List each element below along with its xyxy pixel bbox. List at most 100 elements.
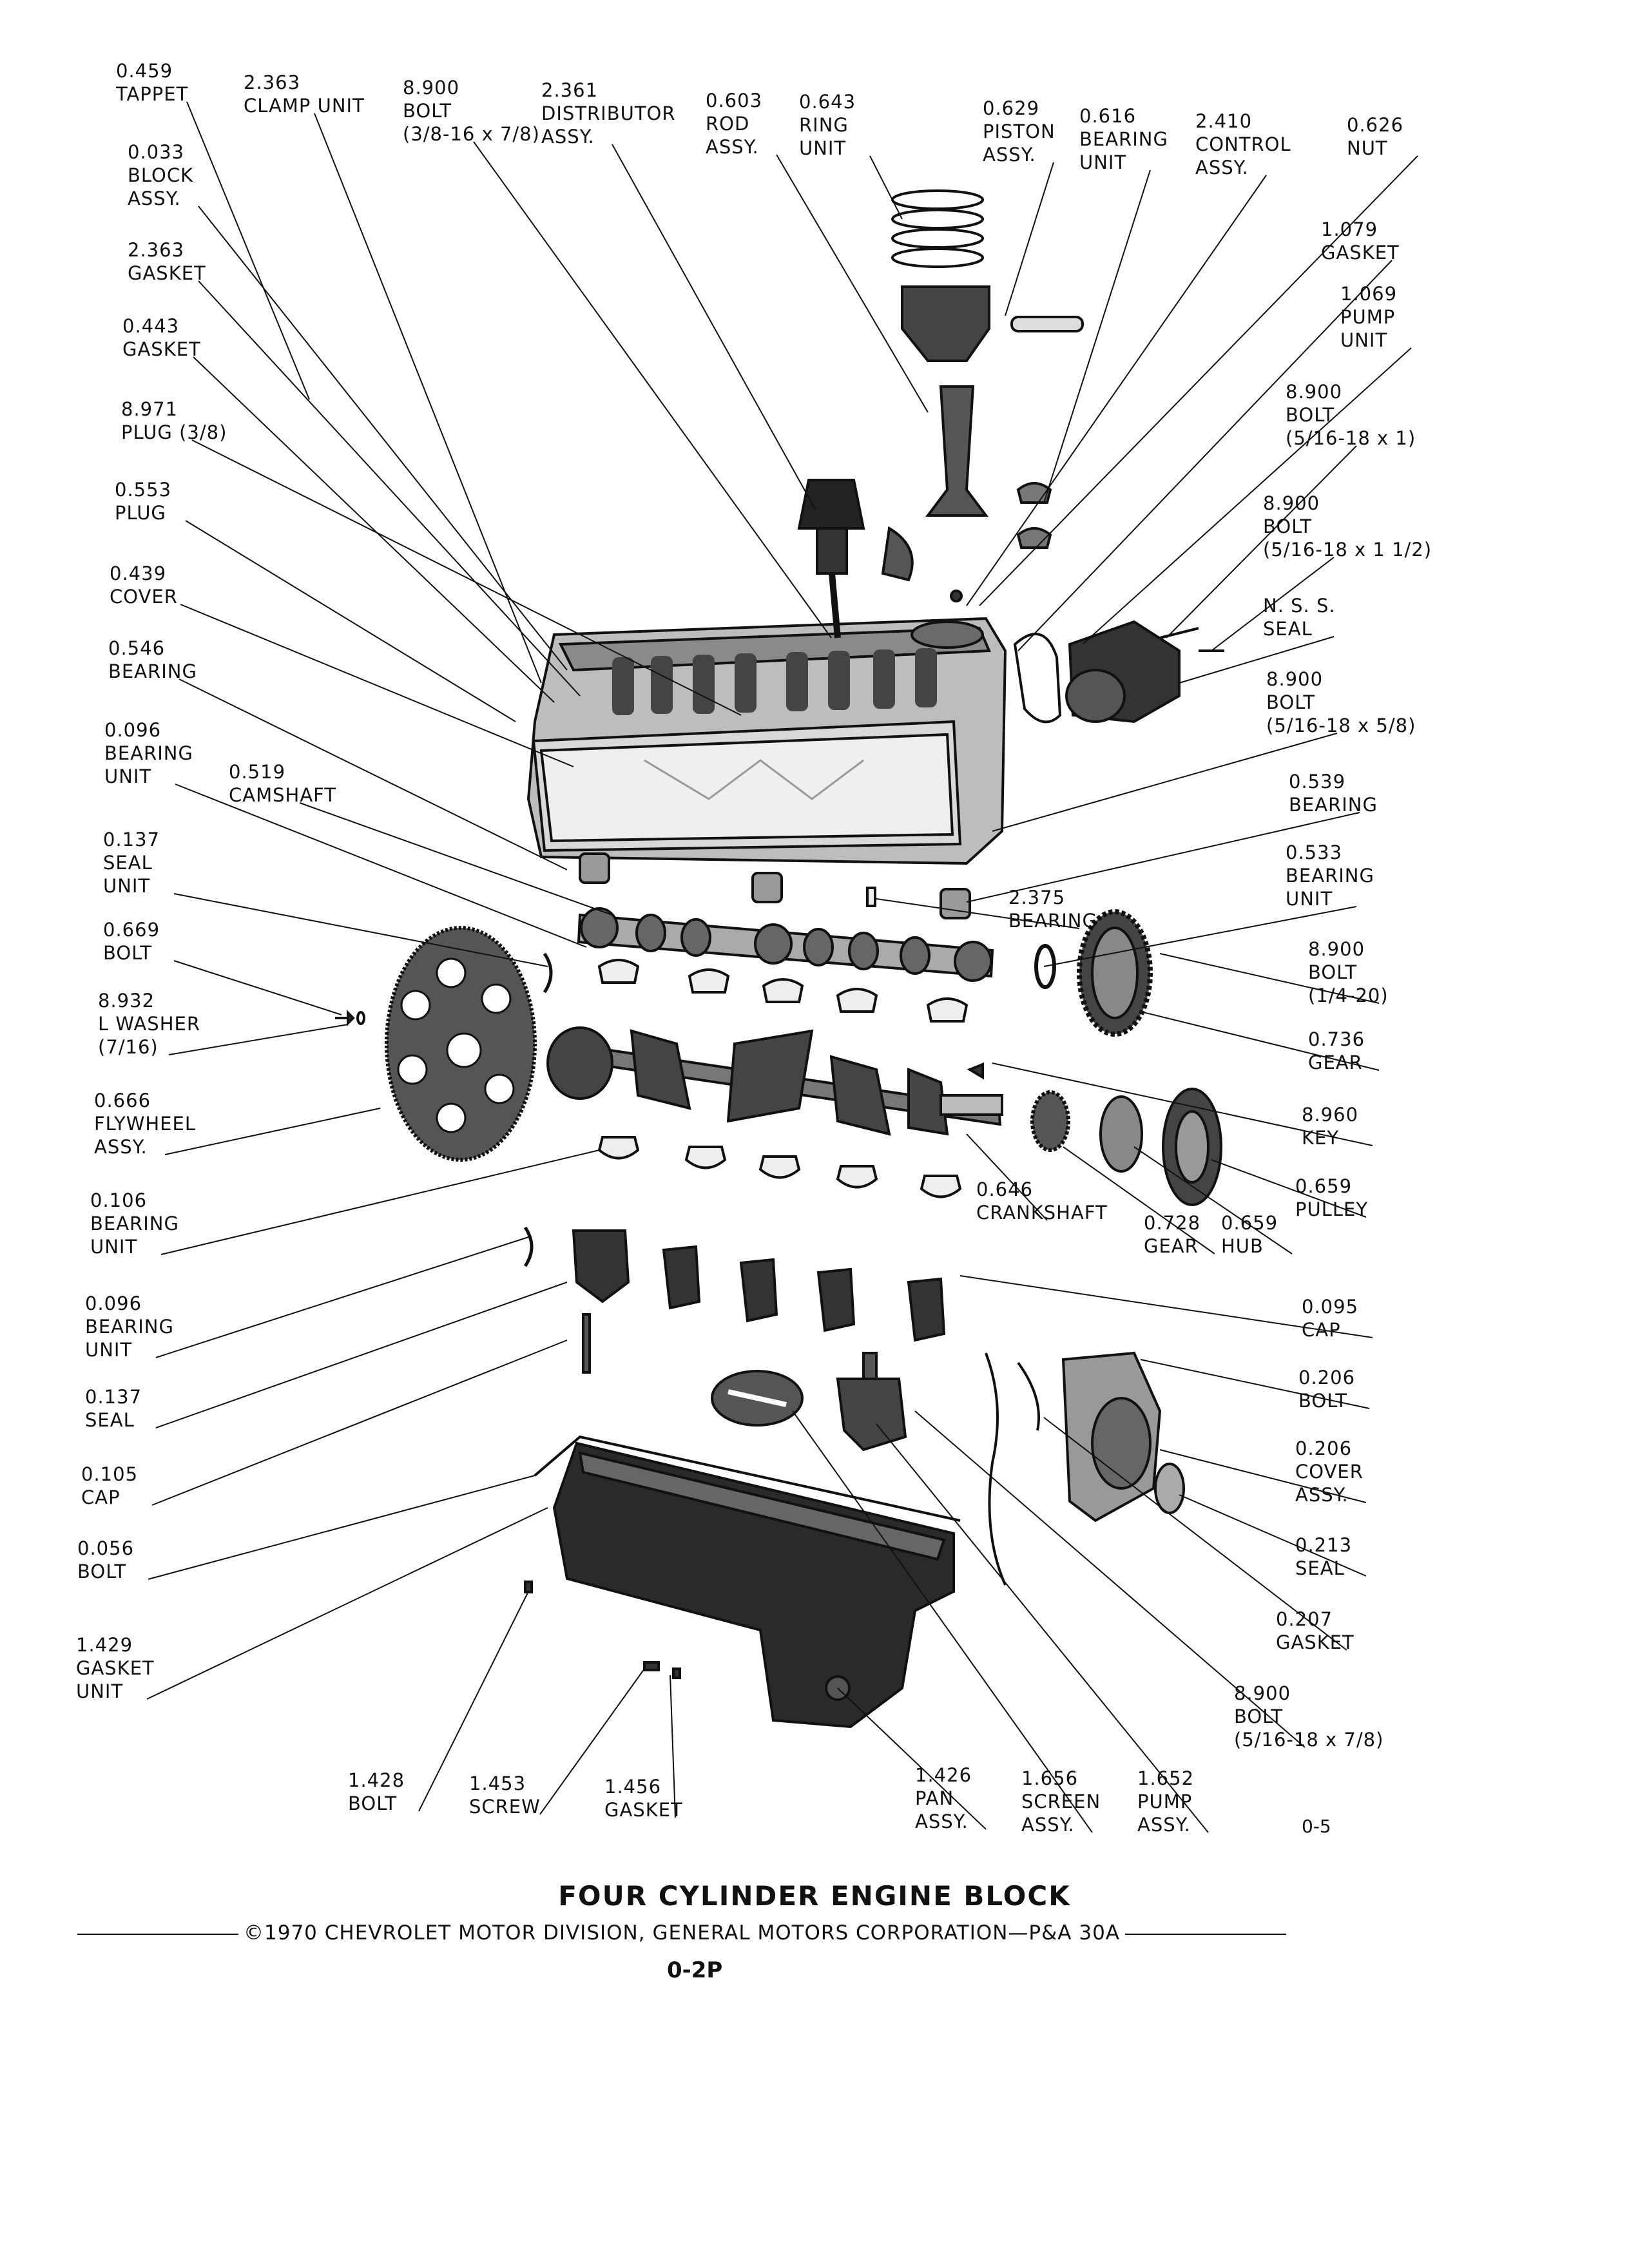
label-screen-assy-line: SCREEN [1021,1791,1101,1812]
leader-bearing-2375 [876,898,1080,929]
label-block-assy-line: BLOCK [128,164,194,186]
leader-gasket-2363 [198,280,581,697]
leader-bearing-unit-0096b [155,1236,529,1358]
label-bolt-r2-line: (5/16-18 x 1 1/2) [1263,539,1432,561]
label-nut-line: 0.626 [1347,114,1404,136]
label-cover-0439-line: COVER [110,586,178,608]
leader-gasket-1456 [670,1675,676,1818]
label-gasket-unit-1429-line: 1.429 [76,1634,133,1656]
leader-bolt-0669 [173,960,342,1015]
leader-gear-0736 [1140,1011,1380,1071]
leader-bearing-0546 [178,678,568,870]
label-pump-unit-1069-line: PUMP [1340,306,1396,328]
label-seal-unit-0137-line: SEAL [103,852,153,874]
label-key-8960-line: KEY [1302,1127,1340,1149]
label-bearing-unit-0096b-line: 0.096 [85,1293,142,1314]
leader-bolt-0056 [148,1475,535,1580]
leader-bolt-r1 [1166,445,1357,639]
label-seal-0213-line: SEAL [1295,1557,1345,1579]
leader-seal-unit-0137 [173,893,548,967]
leader-bolt-r2 [1211,557,1335,651]
label-bolt-r4-line: 8.900 [1308,938,1365,960]
leader-plug-0553 [185,520,516,722]
leader-control-assy [966,175,1267,606]
label-bearing-unit-0096b-line: BEARING [85,1316,174,1338]
main-caps-drawing [523,1226,946,1374]
label-bearing-unit-0096b-line: UNIT [85,1339,133,1361]
oil-pump-drawing [711,1352,907,1452]
leader-gear-0728 [1063,1146,1215,1254]
label-cap-0095-line: CAP [1302,1319,1341,1341]
leader-camshaft [299,802,613,916]
leader-gasket-1079 [1017,260,1393,651]
label-screw-1453-line: SCREW [469,1796,541,1818]
copyright-line: ©1970 CHEVROLET MOTOR DIVISION, GENERAL … [77,1921,1287,1945]
leader-screen-assy [792,1410,1093,1833]
leader-cover-assy-0206 [1159,1449,1367,1503]
label-bearing-unit-0096a-line: 0.096 [104,719,162,741]
label-bolt-r4-line: BOLT [1308,961,1358,983]
label-bearing-0539-line: 0.539 [1289,771,1346,793]
leader-gasket-0207 [1043,1417,1347,1651]
label-control-assy-line: CONTROL [1195,133,1291,155]
label-nss-seal: N. S. S.SEAL [1263,594,1336,640]
lower-bearings-drawing [597,1136,962,1198]
label-pump-assy-1652-line: PUMP [1137,1791,1193,1812]
label-bolt-r1-line: BOLT [1286,404,1335,426]
label-bolt-r2-line: 8.900 [1263,492,1320,514]
leader-cover-0439 [180,604,574,767]
label-flywheel-assy-line: 0.666 [94,1090,151,1111]
label-pulley-0659-line: PULLEY [1295,1198,1369,1220]
label-gear-0736-line: 0.736 [1308,1028,1365,1050]
label-bolt-0056-line: 0.056 [77,1537,135,1559]
label-rod-assy-line: 0.603 [706,90,763,111]
label-bolt-top-line: BOLT [403,100,452,122]
label-bolt-0669-line: BOLT [103,942,153,964]
label-seal-unit-0137-line: 0.137 [103,829,160,850]
label-bolt-r5-line: BOLT [1234,1706,1284,1727]
label-piston-assy-line: PISTON [983,120,1055,142]
flywheel-drawing [335,926,553,1162]
leader-rod-assy [776,154,929,413]
label-bearing-unit-0533-line: BEARING [1286,865,1374,887]
leader-distributor-assy [612,144,816,510]
label-bearing-unit-0106-line: UNIT [90,1236,138,1258]
label-bolt-r1-line: (5/16-18 x 1) [1286,427,1416,449]
label-gasket-0207-line: GASKET [1276,1631,1354,1653]
label-gasket-2363-line: GASKET [128,262,206,284]
leader-piston-assy [1005,162,1054,316]
page-reference: 0-5 [1302,1816,1331,1837]
label-pump-unit-1069-line: UNIT [1340,329,1388,351]
crankshaft-drawing [546,1026,1003,1136]
label-bolt-1428-line: 1.428 [348,1769,405,1791]
leader-pump-assy-1652 [876,1423,1209,1833]
leader-key-8960 [992,1062,1373,1146]
label-bolt-r1-line: 8.900 [1286,381,1343,403]
label-gear-0728-line: 0.728 [1144,1212,1201,1234]
leader-lines [146,101,1418,1833]
label-cover-0439-line: 0.439 [110,562,167,584]
label-distributor-assy-line: 2.361 [541,79,599,101]
label-gasket-0207-line: 0.207 [1276,1608,1333,1630]
leader-block-assy [198,206,568,671]
label-plug-0553-line: 0.553 [115,479,172,501]
label-pan-assy-line: PAN [915,1787,954,1809]
label-cap-0095-line: 0.095 [1302,1296,1359,1318]
